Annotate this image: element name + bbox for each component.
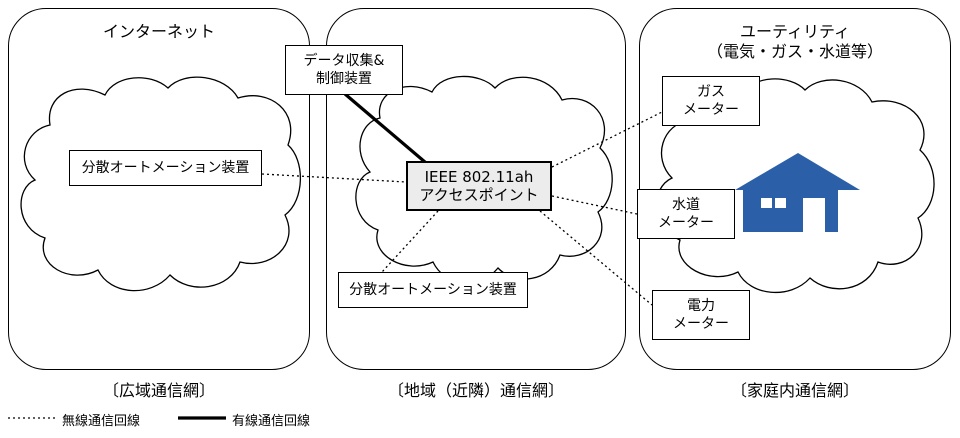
legend-wireless-label: 無線通信回線 — [62, 414, 141, 429]
power-meter-box: 電力 メーター — [652, 290, 750, 340]
regional-automation-box: 分散オートメーション装置 — [338, 272, 528, 308]
data-collection-label-2: 制御装置 — [316, 71, 372, 87]
gas-meter-label-2: メーター — [683, 102, 739, 118]
access-point-box: IEEE 802.11ah アクセスポイント — [406, 161, 552, 211]
internet-title: インターネット — [102, 22, 215, 41]
power-meter-label-2: メーター — [673, 316, 729, 332]
utility-title-line2: （電気・ガス・水道等） — [706, 42, 883, 61]
wired-line — [343, 92, 434, 170]
utility-title-line1: ユーティリティ — [739, 22, 851, 41]
water-meter-box: 水道 メーター — [637, 189, 735, 239]
gas-meter-box: ガス メーター — [662, 76, 760, 126]
regional-network-label: 〔地域（近隣）通信網〕 — [387, 381, 564, 400]
wireless-line-power — [539, 210, 653, 306]
legend-wired-label: 有線通信回線 — [232, 414, 311, 429]
gas-meter-label-1: ガス — [697, 84, 725, 100]
power-meter-label-1: 電力 — [687, 298, 715, 314]
internet-automation-label: 分散オートメーション装置 — [81, 160, 250, 176]
water-meter-label-2: メーター — [658, 215, 714, 231]
internet-network-label: 〔広域通信網〕 — [102, 381, 215, 400]
water-meter-label-1: 水道 — [672, 197, 700, 213]
access-point-label-2: アクセスポイント — [419, 186, 539, 204]
regional-automation-label: 分散オートメーション装置 — [349, 282, 517, 298]
internet-automation-box: 分散オートメーション装置 — [69, 150, 262, 186]
data-collection-box: データ収集& 制御装置 — [285, 45, 403, 95]
home-network-label: 〔家庭内通信網〕 — [730, 381, 859, 400]
data-collection-label-1: データ収集& — [303, 53, 385, 69]
wireless-line-regional — [381, 210, 439, 273]
wireless-line-internet — [261, 173, 407, 183]
wireless-line-gas — [551, 111, 663, 168]
access-point-label-1: IEEE 802.11ah — [424, 168, 534, 186]
